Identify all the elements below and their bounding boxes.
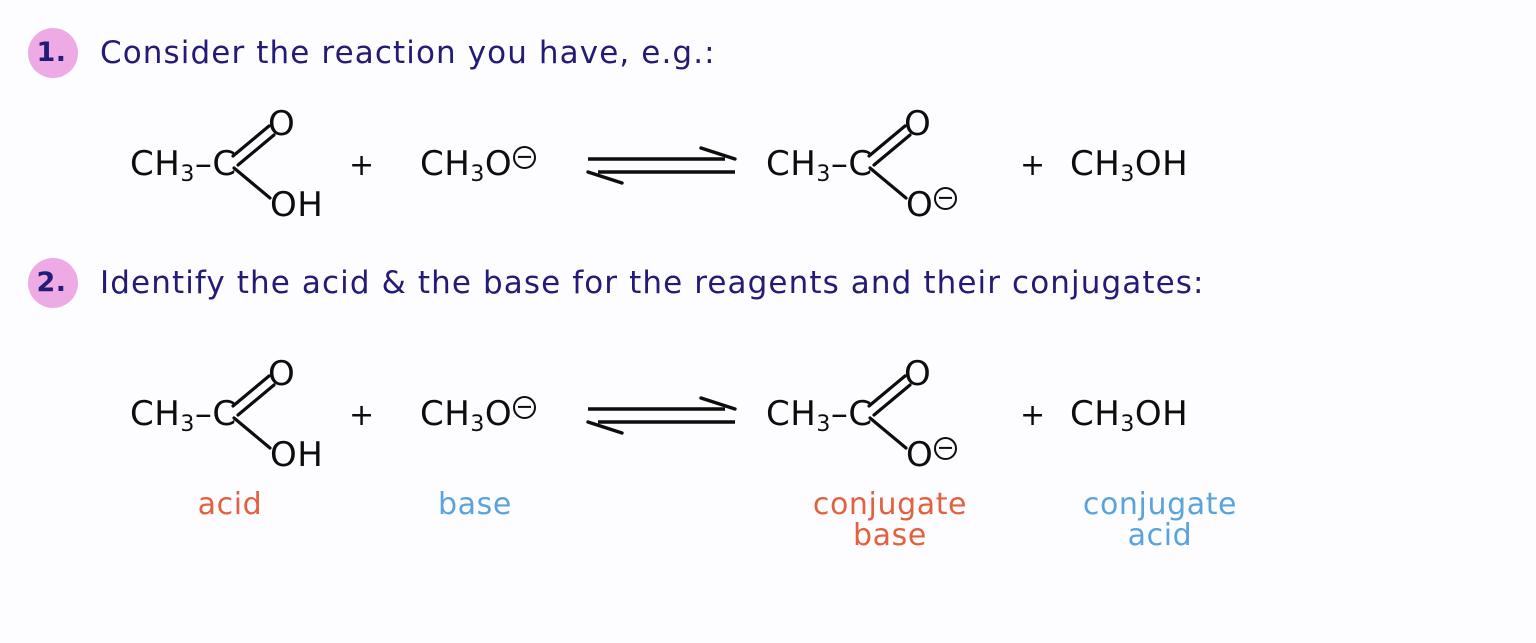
molecule-methoxide-annotated: CH3O <box>420 394 537 437</box>
acetate-methyl: CH3 <box>766 144 831 187</box>
acetic-acid-bond-2: – <box>194 394 213 434</box>
equation-2-plus-products: + <box>1020 398 1046 433</box>
acetate-bond-lines <box>867 124 912 200</box>
molecule-methanol: CH3OH <box>1070 144 1189 187</box>
acetate-anionic-oxygen-2: O <box>906 435 958 475</box>
molecule-acetate-annotated: CH3–C <box>766 394 873 437</box>
acetic-acid-bond: – <box>194 144 213 184</box>
molecule-methanol-annotated: CH3OH <box>1070 394 1189 437</box>
molecule-acetate: CH3–C <box>766 144 873 187</box>
molecule-acetic-acid-annotated: CH3–C <box>130 394 237 437</box>
acetic-acid-bond-lines <box>231 124 276 200</box>
step-2-instruction: Identify the acid & the base for the rea… <box>100 265 1205 301</box>
label-conjugate-base: conjugate base <box>812 487 968 553</box>
acetic-acid-methyl-2: CH3 <box>130 394 195 437</box>
acetate-bond: – <box>830 144 849 184</box>
acetate-negative-charge-icon <box>934 186 958 210</box>
acetate-bond-2: – <box>830 394 849 434</box>
acetic-acid-carbonyl-oxygen-2: O <box>268 354 296 394</box>
equilibrium-arrows-icon <box>586 146 737 185</box>
acetate-methyl-2: CH3 <box>766 394 831 437</box>
equation-2-plus-reactants: + <box>349 398 375 433</box>
step-2-row: 2. Identify the acid & the base for the … <box>28 258 1205 308</box>
acetic-acid-methyl: CH3 <box>130 144 195 187</box>
step-2-badge: 2. <box>28 258 78 308</box>
methoxide-negative-charge-icon <box>513 145 537 169</box>
acetate-negative-charge-icon-2 <box>934 436 958 460</box>
label-acid: acid <box>197 487 263 522</box>
acetic-acid-carbonyl-carbon-2: C <box>212 394 237 434</box>
molecule-acetic-acid: CH3–C <box>130 144 237 187</box>
acetic-acid-hydroxyl-2: OH <box>270 435 324 475</box>
equation-1-plus-products: + <box>1020 148 1046 183</box>
step-1-row: 1. Consider the reaction you have, e.g.: <box>28 28 716 78</box>
step-1-badge: 1. <box>28 28 78 78</box>
acetate-carbonyl-carbon: C <box>848 144 873 184</box>
acetic-acid-bond-lines-2 <box>231 374 276 450</box>
label-conjugate-acid: conjugate acid <box>1082 487 1238 553</box>
acetate-carbonyl-oxygen: O <box>904 104 932 144</box>
acetate-bond-lines-2 <box>867 374 912 450</box>
step-1-instruction: Consider the reaction you have, e.g.: <box>100 35 716 71</box>
acetic-acid-hydroxyl: OH <box>270 185 324 225</box>
acetate-carbonyl-oxygen-2: O <box>904 354 932 394</box>
acetate-anionic-oxygen: O <box>906 185 958 225</box>
acetic-acid-carbonyl-oxygen: O <box>268 104 296 144</box>
acetate-carbonyl-carbon-2: C <box>848 394 873 434</box>
acetic-acid-carbonyl-carbon: C <box>212 144 237 184</box>
equation-1-plus-reactants: + <box>349 148 375 183</box>
equilibrium-arrows-icon-2 <box>586 396 737 435</box>
methoxide-negative-charge-icon-2 <box>513 395 537 419</box>
molecule-methoxide: CH3O <box>420 144 537 187</box>
label-base: base <box>438 487 512 522</box>
